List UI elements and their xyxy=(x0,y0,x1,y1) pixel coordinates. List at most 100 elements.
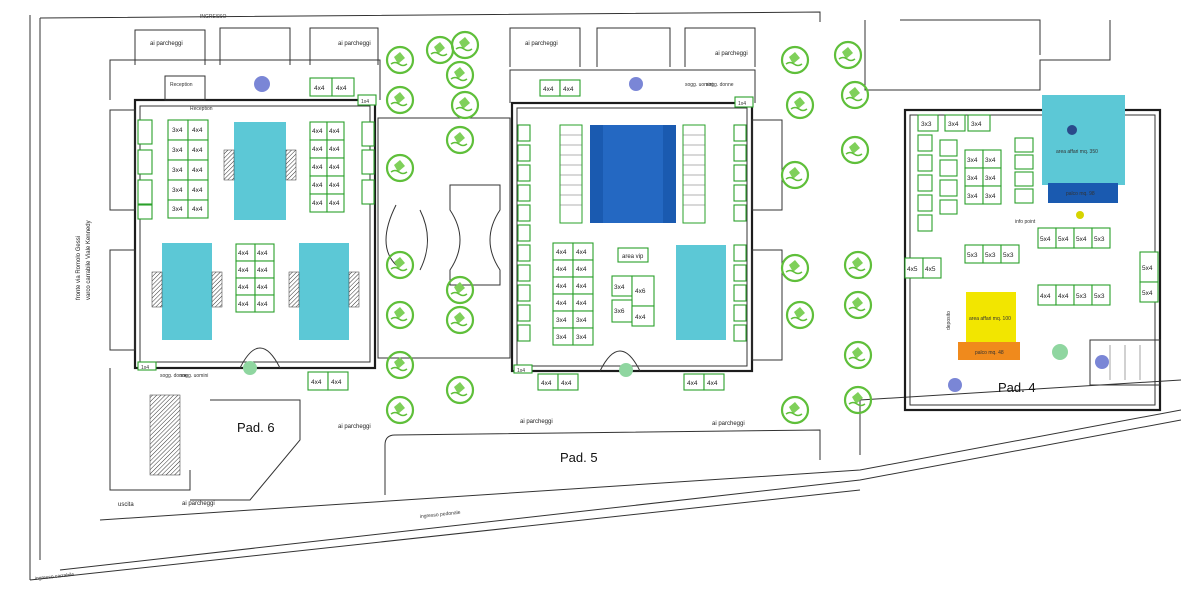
stand-label: 5x3 xyxy=(1076,293,1087,300)
court-pad6-right xyxy=(299,243,349,340)
stand-label: 3x6 xyxy=(614,308,625,315)
stand-label: 4x4 xyxy=(192,206,203,213)
entrance-label: INGRESSO xyxy=(200,14,227,20)
stand-label: 4x4 xyxy=(576,249,587,256)
exit-ramp xyxy=(149,394,181,476)
reception-label: Reception xyxy=(170,82,193,88)
parking-label-1: ai parcheggi xyxy=(150,41,183,47)
stand-label: 3x4 xyxy=(967,157,978,164)
stand-label: 4x4 xyxy=(541,380,552,387)
stands-pad6-center: 4x4 4x4 4x4 4x4 4x4 4x4 4x4 4x4 xyxy=(235,243,275,313)
restroom-men-label: sogg. uomini xyxy=(180,373,208,379)
stand-label: 4x4 xyxy=(561,380,572,387)
stand-label: 4x4 xyxy=(257,284,268,291)
parking-label-2: ai parcheggi xyxy=(338,41,371,47)
stand-label: 4x4 xyxy=(556,249,567,256)
vip-area-label: area vip xyxy=(622,254,644,260)
stand-label: 3x4 xyxy=(172,187,183,194)
stand-label: 5x3 xyxy=(1094,293,1105,300)
central-square xyxy=(377,117,511,359)
stand-label: 4x4 xyxy=(707,380,718,387)
stand-label: 4x4 xyxy=(257,250,268,257)
bleachers xyxy=(559,124,706,224)
stage-48-label: palco mq. 48 xyxy=(975,350,1004,356)
stand-label: 4x4 xyxy=(192,167,203,174)
info-marker-pad6 xyxy=(254,76,270,92)
court-pad5-right xyxy=(676,245,726,340)
stands-pad5-bottom: 4x4 4x4 4x4 4x4 1x4 xyxy=(513,364,725,391)
stand-label: 4x4 xyxy=(257,301,268,308)
stand-label: 4x4 xyxy=(312,128,323,135)
stand-label: 3x4 xyxy=(172,127,183,134)
stand-label: 3x3 xyxy=(921,121,932,128)
stand-label: 3x4 xyxy=(985,193,996,200)
pedestrian-entrance-label: ingresso pedonale xyxy=(420,510,461,520)
green-marker-pad5 xyxy=(619,363,633,377)
stands-pad5-right xyxy=(733,124,747,342)
stand-label: 3x4 xyxy=(985,157,996,164)
stand-label: 5x3 xyxy=(967,252,978,259)
stand-label: 3x4 xyxy=(172,147,183,154)
stand-label: 5x4 xyxy=(1142,290,1153,297)
stand-label: 4x4 xyxy=(1058,293,1069,300)
stand-label: 4x4 xyxy=(556,266,567,273)
business-area-100 xyxy=(966,292,1016,342)
stand-label: 5x4 xyxy=(1058,236,1069,243)
stand-label: 4x4 xyxy=(238,267,249,274)
stand-label: 4x4 xyxy=(556,283,567,290)
front-street-label: fronte via Romolo Gessi xyxy=(76,236,82,300)
stand-label: 4x4 xyxy=(329,164,340,171)
business-area-350-label: area affari mq. 350 xyxy=(1056,149,1098,155)
stand-label: 4x5 xyxy=(925,266,936,273)
stand-label: 4x4 xyxy=(192,147,203,154)
stand-label: 4x4 xyxy=(314,85,325,92)
stand-label: 3x4 xyxy=(172,167,183,174)
stand-label: 4x4 xyxy=(329,146,340,153)
stand-label: 4x4 xyxy=(238,250,249,257)
stand-label: 4x4 xyxy=(331,379,342,386)
stand-label: 4x4 xyxy=(687,380,698,387)
front-street-label-2: varco carrabile Viale Kennedy xyxy=(86,220,92,300)
stand-label: 4x4 xyxy=(192,127,203,134)
stand-label: 5x3 xyxy=(985,252,996,259)
stand-label: 3x4 xyxy=(556,317,567,324)
stand-label: 5x3 xyxy=(1003,252,1014,259)
stand-label: 4x4 xyxy=(576,266,587,273)
stand-label: 4x4 xyxy=(312,146,323,153)
stage-98-label: palco mq. 98 xyxy=(1066,191,1095,197)
restroom-women-label: sogg. donne xyxy=(160,373,188,379)
stage-48 xyxy=(958,342,1020,360)
stand-label: 3x4 xyxy=(948,121,959,128)
exit-label: uscita xyxy=(118,502,134,508)
stands-pad6-bottom: 4x4 4x4 1x4 xyxy=(137,361,349,391)
business-area-350 xyxy=(1042,95,1125,185)
stand-label: 3x4 xyxy=(985,175,996,182)
pavilion-4: area affari mq. 350 palco mq. 98 area af… xyxy=(864,19,1162,412)
pavilion-5: 4x4 4x4 4x4 4x4 4x4 4x4 4x4 4x4 3x4 3x4 … xyxy=(509,27,783,391)
stands-pad6-top: 4x4 4x4 1x4 xyxy=(309,77,377,106)
stand-label: 1x4 xyxy=(738,101,746,107)
stands-pad5-left xyxy=(517,124,531,342)
stand-label: 4x4 xyxy=(576,283,587,290)
green-marker-pad6 xyxy=(243,361,257,375)
stand-label: 4x4 xyxy=(257,267,268,274)
stand-label: 4x4 xyxy=(576,300,587,307)
south-road xyxy=(384,379,1181,495)
stand-label: 1x4 xyxy=(361,99,369,105)
stand-label: 4x4 xyxy=(312,182,323,189)
stand-label: 3x4 xyxy=(556,334,567,341)
business-area-100-label: area affari mq. 100 xyxy=(969,316,1011,322)
restroom-women-label-5: sogg. donne xyxy=(706,82,734,88)
stand-label: 4x4 xyxy=(192,187,203,194)
stand-label: 3x4 xyxy=(971,121,982,128)
stand-label: 5x4 xyxy=(1142,265,1153,272)
parking-label-7: ai parcheggi xyxy=(712,421,745,427)
stand-label: 4x4 xyxy=(563,86,574,93)
stands-pad6-right: 4x4 4x4 4x4 4x4 4x4 4x4 4x4 4x4 4x4 4x4 xyxy=(309,121,375,213)
pavilion-6: 3x4 4x4 3x4 4x4 3x4 4x4 3x4 4x4 3x4 4x4 … xyxy=(109,27,381,501)
blue-marker-pad4-right xyxy=(1095,355,1109,369)
elevator-marker xyxy=(1067,125,1077,135)
parking-label-6: ai parcheggi xyxy=(520,419,553,425)
stand-label: 5x4 xyxy=(1040,236,1051,243)
